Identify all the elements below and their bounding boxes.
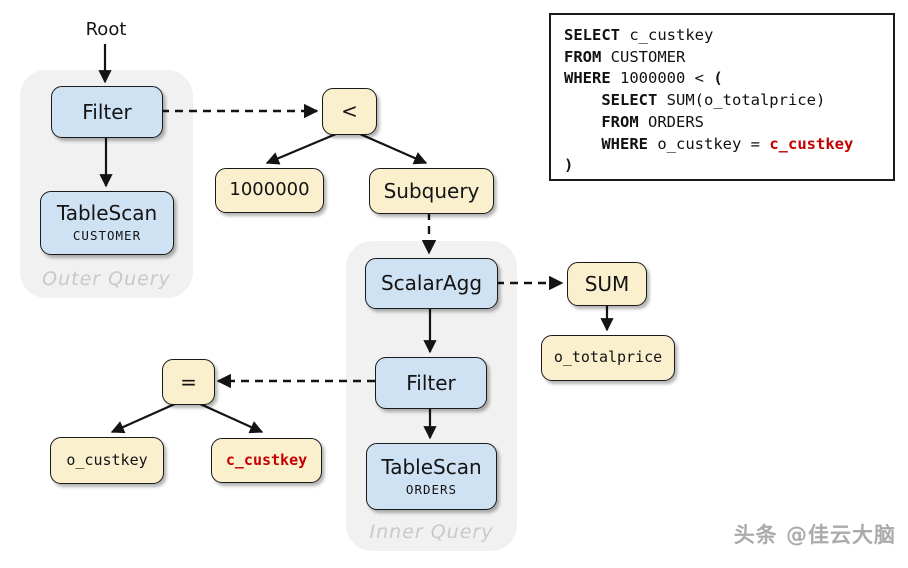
node-subquery: Subquery	[369, 168, 494, 214]
arrow-equals-to-c-custkey	[197, 401, 264, 434]
node-tablescan-customer-table: CUSTOMER	[72, 228, 142, 244]
node-filter-inner-label: Filter	[406, 370, 456, 395]
sql-line: )	[564, 156, 574, 175]
sql-line: SELECT SUM(o_totalprice)	[601, 91, 826, 110]
inner-query-label: Inner Query	[369, 521, 494, 543]
node-sum-label: SUM	[584, 271, 630, 296]
outer-query-label: Outer Query	[42, 268, 171, 290]
node-less-than-label: <	[341, 99, 358, 123]
sql-line: SELECT c_custkey	[564, 26, 714, 44]
node-o-custkey-label: o_custkey	[66, 450, 148, 469]
node-tablescan-customer-label: TableScan	[56, 201, 158, 226]
sql-line: FROM ORDERS	[601, 112, 704, 131]
node-tablescan-customer: TableScan CUSTOMER	[40, 191, 174, 255]
sql-line: WHERE o_custkey = c_custkey	[601, 134, 854, 153]
node-c-custkey: c_custkey	[211, 438, 322, 483]
arrow-less-than-to-subquery	[359, 132, 428, 165]
node-subquery-label: Subquery	[383, 178, 480, 203]
arrow-equals-to-o-custkey	[110, 401, 178, 434]
node-equals: =	[162, 359, 215, 405]
node-o-totalprice-label: o_totalprice	[553, 348, 663, 367]
sql-line: FROM CUSTOMER	[564, 47, 686, 66]
node-tablescan-orders: TableScan ORDERS	[366, 443, 497, 510]
node-equals-label: =	[180, 369, 197, 394]
arrow-less-than-to-constant	[265, 132, 337, 165]
node-constant-label: 1000000	[229, 179, 310, 201]
node-c-custkey-label: c_custkey	[225, 450, 308, 469]
node-filter-inner: Filter	[375, 357, 487, 409]
node-o-totalprice: o_totalprice	[541, 335, 675, 381]
sql-line: WHERE 1000000 < (	[564, 69, 723, 88]
root-node-label: Root	[85, 19, 127, 40]
watermark: 头条 @佳云大脑	[733, 523, 896, 547]
node-constant-1000000: 1000000	[215, 168, 324, 213]
node-less-than: <	[322, 88, 377, 135]
node-filter-outer-label: Filter	[82, 99, 132, 124]
node-tablescan-orders-table: ORDERS	[405, 481, 458, 497]
node-o-custkey: o_custkey	[50, 437, 164, 484]
node-sum: SUM	[567, 262, 647, 306]
node-scalar-agg: ScalarAgg	[365, 258, 498, 309]
node-tablescan-orders-label: TableScan	[381, 454, 482, 479]
node-filter-outer: Filter	[51, 86, 163, 138]
node-scalar-agg-label: ScalarAgg	[380, 271, 483, 295]
